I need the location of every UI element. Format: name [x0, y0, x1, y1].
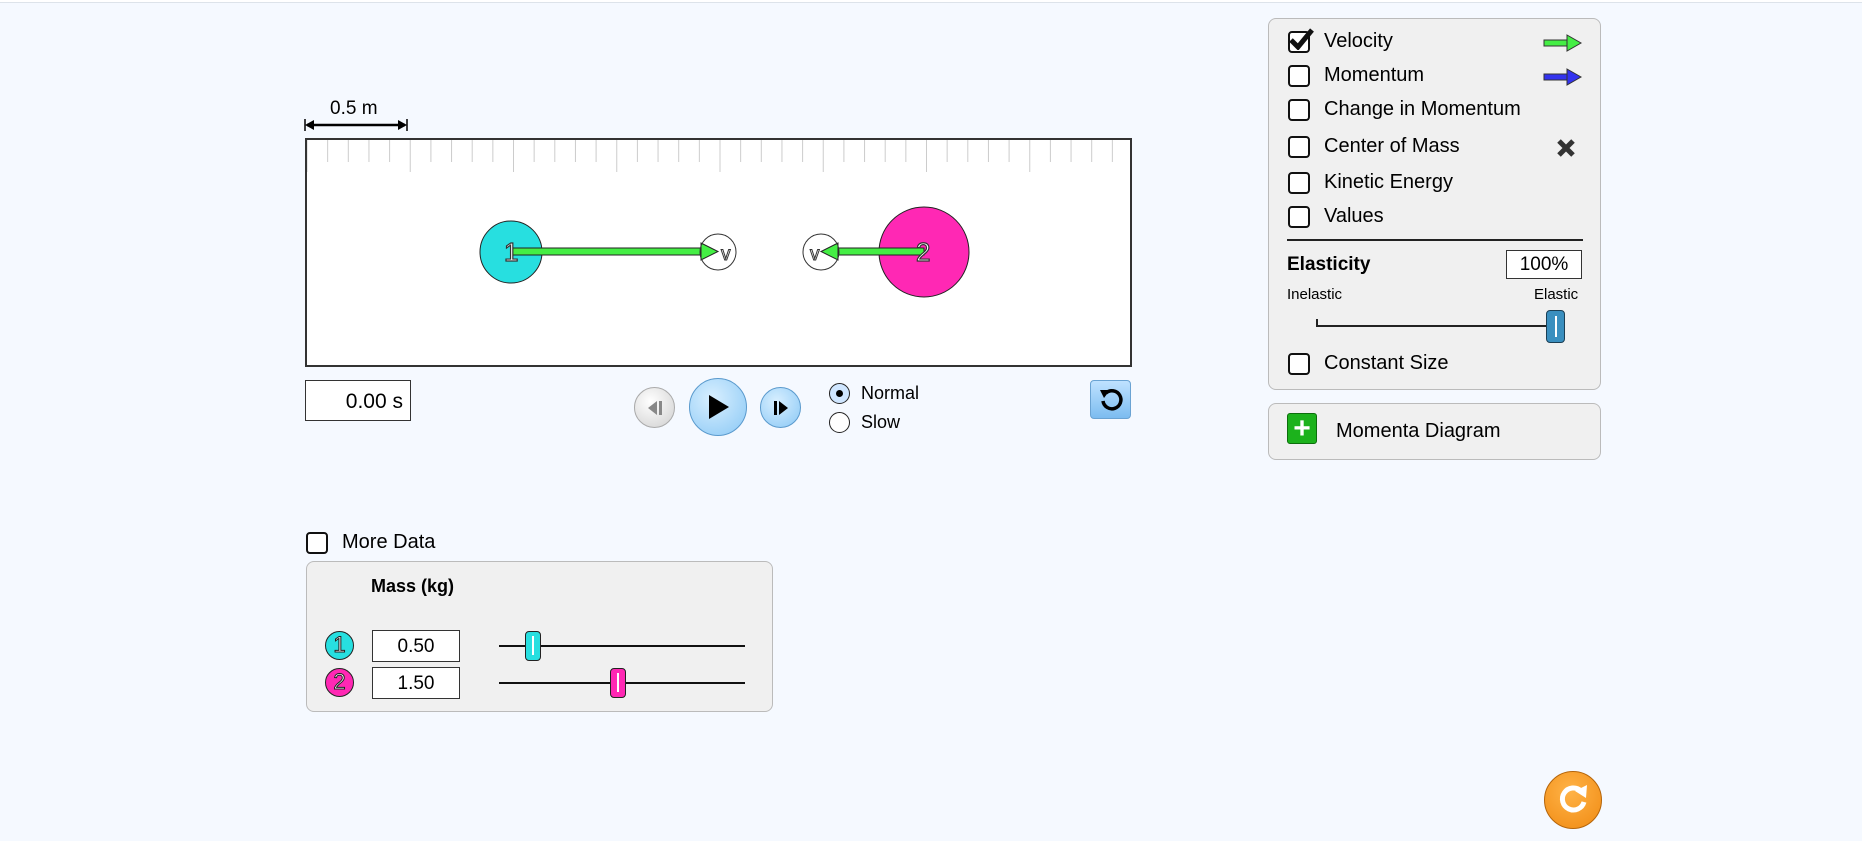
- velocity-handle-2-label: v: [810, 244, 820, 265]
- restart-button[interactable]: [1090, 380, 1131, 419]
- checkbox-momentum[interactable]: [1288, 65, 1310, 87]
- velocity-handle-1[interactable]: [699, 233, 737, 271]
- elasticity-value: 100%: [1506, 250, 1582, 279]
- divider: [1287, 239, 1583, 241]
- play-icon: [709, 395, 729, 419]
- elasticity-slider-tick: [1316, 319, 1318, 327]
- velocity-arrow-1: [510, 242, 720, 261]
- scale-label: 0.5 m: [330, 98, 378, 119]
- mass-title: Mass (kg): [371, 576, 455, 596]
- checkbox-label[interactable]: Center of Mass: [1324, 135, 1460, 157]
- step-forward-button[interactable]: [760, 387, 801, 428]
- checkbox-label[interactable]: Values: [1324, 205, 1384, 227]
- reset-all-icon: [1559, 785, 1587, 813]
- checkbox-label[interactable]: Momentum: [1324, 64, 1425, 86]
- center-of-mass-x-icon: [1557, 139, 1575, 157]
- velocity-legend-arrow-icon: [1543, 34, 1583, 52]
- radio-normal[interactable]: [829, 383, 850, 404]
- top-border: [0, 0, 1862, 3]
- velocity-arrow-2: [819, 242, 925, 261]
- radio-normal-label[interactable]: Normal: [861, 383, 920, 403]
- ball-2-label: 2: [916, 237, 930, 267]
- play-button[interactable]: [689, 378, 747, 436]
- time-display: 0.00 s: [305, 380, 411, 421]
- elasticity-title: Elasticity: [1287, 254, 1371, 275]
- checkbox-constant-size[interactable]: [1288, 353, 1310, 375]
- mass-slider-thumb-2[interactable]: [609, 668, 626, 698]
- step-forward-icon: [773, 400, 788, 415]
- elastic-label: Elastic: [1534, 286, 1579, 303]
- mass-input-2[interactable]: 1.50: [372, 667, 460, 699]
- momentum-legend-arrow-icon: [1543, 68, 1583, 86]
- radio-slow-label[interactable]: Slow: [861, 412, 901, 432]
- inelastic-label: Inelastic: [1287, 286, 1343, 303]
- velocity-handle-2[interactable]: [802, 233, 840, 271]
- checkbox-center-of-mass[interactable]: [1288, 136, 1310, 158]
- more-data-checkbox[interactable]: [306, 532, 328, 554]
- elasticity-slider-track[interactable]: [1316, 325, 1563, 327]
- reset-all-button[interactable]: [1544, 771, 1602, 829]
- checkmark-icon: [1289, 28, 1314, 50]
- mass-slider-track-1[interactable]: [499, 645, 745, 647]
- collision-area: v v 1 2: [305, 138, 1132, 367]
- checkbox-velocity[interactable]: [1288, 28, 1314, 53]
- more-data-label[interactable]: More Data: [342, 531, 436, 553]
- checkbox-label[interactable]: Velocity: [1324, 30, 1393, 52]
- elasticity-slider-thumb[interactable]: [1546, 310, 1565, 343]
- checkbox-kinetic-energy[interactable]: [1288, 172, 1310, 194]
- velocity-handle-1-label: v: [721, 244, 731, 265]
- restart-icon: [1099, 388, 1123, 410]
- ball-1-label: 1: [504, 237, 518, 267]
- checkbox-change-in-momentum[interactable]: [1288, 99, 1310, 121]
- ruler: [307, 140, 1113, 172]
- momenta-diagram-label: Momenta Diagram: [1336, 420, 1501, 442]
- step-back-button[interactable]: [634, 387, 675, 428]
- mass-badge-2: 2: [325, 668, 354, 697]
- radio-slow[interactable]: [829, 412, 850, 433]
- mass-badge-1: 1: [325, 631, 354, 660]
- momenta-diagram-toggle[interactable]: [1268, 403, 1601, 460]
- mass-input-1[interactable]: 0.50: [372, 630, 460, 662]
- constant-size-label[interactable]: Constant Size: [1324, 352, 1449, 374]
- mass-slider-thumb-1[interactable]: [524, 631, 541, 661]
- checkbox-values[interactable]: [1288, 206, 1310, 228]
- scale-bar: [304, 119, 408, 131]
- step-back-icon: [647, 400, 662, 415]
- expand-plus-icon[interactable]: +: [1287, 413, 1317, 444]
- checkbox-label[interactable]: Change in Momentum: [1324, 98, 1521, 120]
- balls-layer: v v 1 2: [479, 206, 970, 298]
- checkbox-label[interactable]: Kinetic Energy: [1324, 171, 1453, 193]
